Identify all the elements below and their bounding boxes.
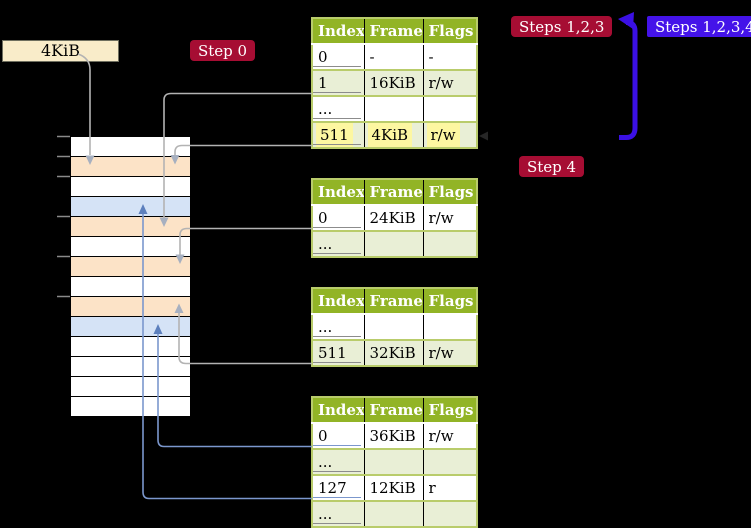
table-row: 0 24KiB r/w: [312, 205, 477, 232]
memory-row-11-white: [70, 337, 191, 357]
memory-row-4-blue: [70, 197, 191, 217]
table-row: ...: [312, 314, 477, 341]
cell-index: ...: [312, 449, 365, 476]
memory-row-3-white: [70, 177, 191, 197]
arrowhead-into-table1-511: [479, 131, 488, 141]
column-header-frame: Frame: [364, 18, 424, 45]
memory-row-12-white: [70, 357, 191, 377]
badge-steps-1-2-3-4: Steps 1,2,3,4: [647, 16, 751, 37]
table-row: ...: [312, 501, 477, 527]
table-row: 511 32KiB r/w: [312, 340, 477, 366]
column-header-flags: Flags: [423, 397, 477, 424]
cell-flags: r/w: [423, 122, 477, 148]
table-row-highlighted: 511 4KiB r/w: [312, 122, 477, 148]
page-table-3: Index Frame Flags ... 511 32KiB r/w: [311, 287, 478, 367]
table-row: ...: [312, 449, 477, 476]
column-header-flags: Flags: [423, 179, 477, 206]
cell-frame: 12KiB: [364, 475, 424, 502]
memory-row-8-white: [70, 277, 191, 297]
column-header-index: Index: [312, 18, 365, 45]
cell-index: 0: [312, 44, 365, 71]
cell-index: ...: [312, 314, 365, 341]
cell-frame: [364, 501, 424, 527]
page-table-4-table: Index Frame Flags 0 36KiB r/w ... 127 12…: [311, 396, 478, 528]
cell-frame: [364, 231, 424, 257]
cell-frame: [364, 96, 424, 123]
cell-frame: [364, 314, 424, 341]
arrow-table3-511-to-32kib: [174, 303, 312, 365]
cell-flags: r/w: [423, 340, 477, 366]
column-header-frame: Frame: [364, 179, 424, 206]
cell-flags: -: [423, 44, 477, 71]
memory-row-14-white: [70, 397, 191, 417]
table-row: ...: [312, 96, 477, 123]
cell-index: 127: [312, 475, 365, 502]
cell-flags: r/w: [423, 205, 477, 232]
memory-column: [70, 136, 191, 417]
page-table-1: Index Frame Flags 0 - - 1 16KiB r/w ... …: [311, 17, 478, 149]
column-header-index: Index: [312, 288, 365, 315]
memory-row-5-peach: [70, 217, 191, 237]
cell-flags: [423, 231, 477, 257]
table-header-row: Index Frame Flags: [312, 288, 477, 315]
cell-index: 511: [312, 122, 365, 148]
cell-index: ...: [312, 231, 365, 257]
cell-index: 0: [312, 423, 365, 450]
badge-step-4: Step 4: [519, 156, 585, 177]
cell-index: 1: [312, 70, 365, 97]
table-row: ...: [312, 231, 477, 257]
arrow-table1-511-to-4kib: [170, 144, 312, 165]
page-table-3-table: Index Frame Flags ... 511 32KiB r/w: [311, 287, 478, 367]
memory-row-7-peach: [70, 257, 191, 277]
memory-row-6-white: [70, 237, 191, 257]
cell-frame: [364, 449, 424, 476]
column-header-index: Index: [312, 179, 365, 206]
cell-frame: 36KiB: [364, 423, 424, 450]
cell-flags: [423, 96, 477, 123]
cell-index: 0: [312, 205, 365, 232]
page-size-label: 4KiB: [40, 41, 80, 60]
column-header-frame: Frame: [364, 397, 424, 424]
table-header-row: Index Frame Flags: [312, 18, 477, 45]
cell-flags: r/w: [423, 423, 477, 450]
page-size-box: 4KiB: [2, 40, 119, 62]
column-header-frame: Frame: [364, 288, 424, 315]
page-table-4: Index Frame Flags 0 36KiB r/w ... 127 12…: [311, 396, 478, 528]
table-row: 1 16KiB r/w: [312, 70, 477, 97]
memory-ticks: [57, 135, 70, 298]
arrow-table2-0-to-24kib: [175, 227, 312, 264]
memory-row-1-white: [70, 137, 191, 157]
memory-row-10-blue: [70, 317, 191, 337]
table-row: 0 36KiB r/w: [312, 423, 477, 450]
cell-flags: [423, 501, 477, 527]
cell-frame: 16KiB: [364, 70, 424, 97]
cell-flags: [423, 449, 477, 476]
column-header-flags: Flags: [423, 18, 477, 45]
page-table-1-table: Index Frame Flags 0 - - 1 16KiB r/w ... …: [311, 17, 478, 149]
cell-frame: -: [364, 44, 424, 71]
page-table-2-table: Index Frame Flags 0 24KiB r/w ...: [311, 178, 478, 258]
page-table-2: Index Frame Flags 0 24KiB r/w ...: [311, 178, 478, 258]
memory-row-13-white: [70, 377, 191, 397]
table-row: 127 12KiB r: [312, 475, 477, 502]
badge-step-0: Step 0: [190, 40, 256, 61]
table-header-row: Index Frame Flags: [312, 179, 477, 206]
table-row: 0 - -: [312, 44, 477, 71]
memory-row-2-peach: [70, 157, 191, 177]
badge-steps-1-2-3: Steps 1,2,3: [511, 16, 613, 37]
cell-frame: 32KiB: [364, 340, 424, 366]
cell-flags: r: [423, 475, 477, 502]
arrow-recursive-loop: [618, 12, 638, 140]
cell-index: ...: [312, 96, 365, 123]
table-header-row: Index Frame Flags: [312, 397, 477, 424]
cell-frame: 24KiB: [364, 205, 424, 232]
cell-index: 511: [312, 340, 365, 366]
cell-frame: 4KiB: [364, 122, 424, 148]
column-header-index: Index: [312, 397, 365, 424]
cell-flags: [423, 314, 477, 341]
cell-flags: r/w: [423, 70, 477, 97]
cell-index: ...: [312, 501, 365, 527]
column-header-flags: Flags: [423, 288, 477, 315]
memory-row-9-peach: [70, 297, 191, 317]
